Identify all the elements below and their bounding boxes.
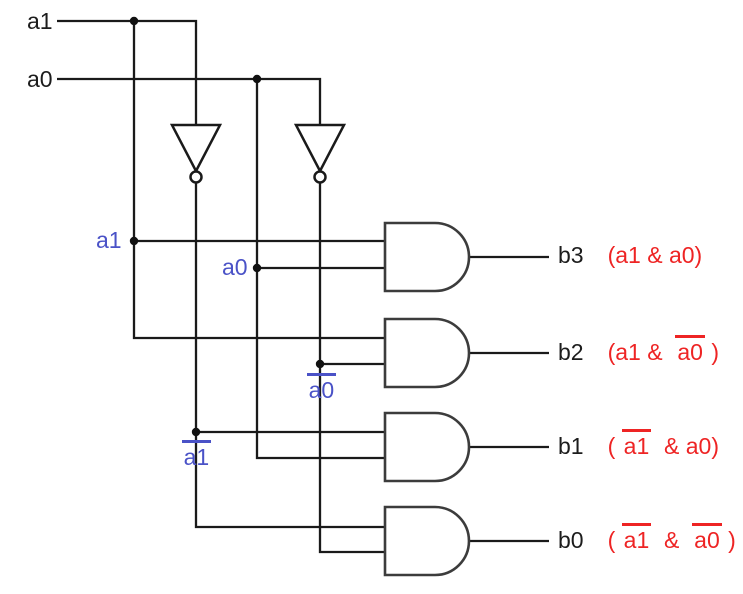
input-label-a1: a1 <box>27 8 53 34</box>
tap-label-a1: a1 <box>96 227 122 253</box>
tap-label-not-a0: a0 <box>281 349 337 426</box>
output-expression-b1: ( a1 & a0) <box>608 429 719 458</box>
output-label-b1: b1 <box>558 433 584 459</box>
tap-label-a0: a0 <box>222 254 248 280</box>
wire-a1-input <box>57 19 198 125</box>
wire-not-a0-to-b0 <box>318 183 385 554</box>
expr-part: ) <box>728 527 736 553</box>
expr-part: ( <box>607 433 616 459</box>
wire-a0-input <box>57 77 322 125</box>
expr-part: (a1 & a0) <box>607 242 703 268</box>
output-label-b0: b0 <box>558 527 584 553</box>
expr-part-overline: a1 <box>621 523 652 552</box>
output-row-b1: b1 ( a1 & a0) <box>558 429 719 458</box>
not-gate-a1-bubble <box>189 170 203 184</box>
expr-part-overline: a1 <box>621 429 652 458</box>
expr-part: (a1 & <box>607 339 669 365</box>
output-expression-b2: (a1 & a0 ) <box>608 335 719 364</box>
and-gate-b3 <box>383 221 471 293</box>
wire-not-a1-to-b0 <box>194 183 385 529</box>
output-row-b2: b2 (a1 & a0 ) <box>558 335 719 364</box>
expr-part: ( <box>607 527 616 553</box>
tap-label-not-a1: a1 <box>156 416 212 493</box>
expr-part-overline: a0 <box>692 523 722 552</box>
output-row-b0: b0 ( a1 & a0 ) <box>558 523 736 552</box>
expr-part: & <box>657 527 686 553</box>
and-gate-b1 <box>383 411 471 483</box>
expr-part: & a0) <box>657 433 720 459</box>
junction-dot <box>252 74 262 84</box>
output-expression-b0: ( a1 & a0 ) <box>608 523 736 552</box>
output-row-b3: b3 (a1 & a0) <box>558 243 702 267</box>
overlined-signal: a1 <box>181 440 212 469</box>
and-gate-b2 <box>383 317 471 389</box>
wire-a1-to-b2 <box>132 21 385 340</box>
junction-dot <box>191 427 201 437</box>
expr-part: ) <box>711 339 720 365</box>
wire-a0-to-b1 <box>255 79 385 460</box>
output-expression-b3: (a1 & a0) <box>608 243 703 267</box>
output-label-b3: b3 <box>558 242 584 268</box>
input-label-a0: a0 <box>27 66 53 92</box>
expr-part-overline: a0 <box>675 335 705 364</box>
not-gate-a0-bubble <box>313 170 327 184</box>
and-gate-b0 <box>383 505 471 577</box>
not-gate-a0-icon <box>293 123 347 174</box>
junction-dot <box>129 236 139 246</box>
junction-dot <box>252 263 262 273</box>
output-label-b2: b2 <box>558 339 584 365</box>
junction-dot <box>315 359 325 369</box>
overlined-signal: a0 <box>306 373 337 402</box>
not-gate-a1-icon <box>169 123 223 174</box>
junction-dot <box>129 16 139 26</box>
